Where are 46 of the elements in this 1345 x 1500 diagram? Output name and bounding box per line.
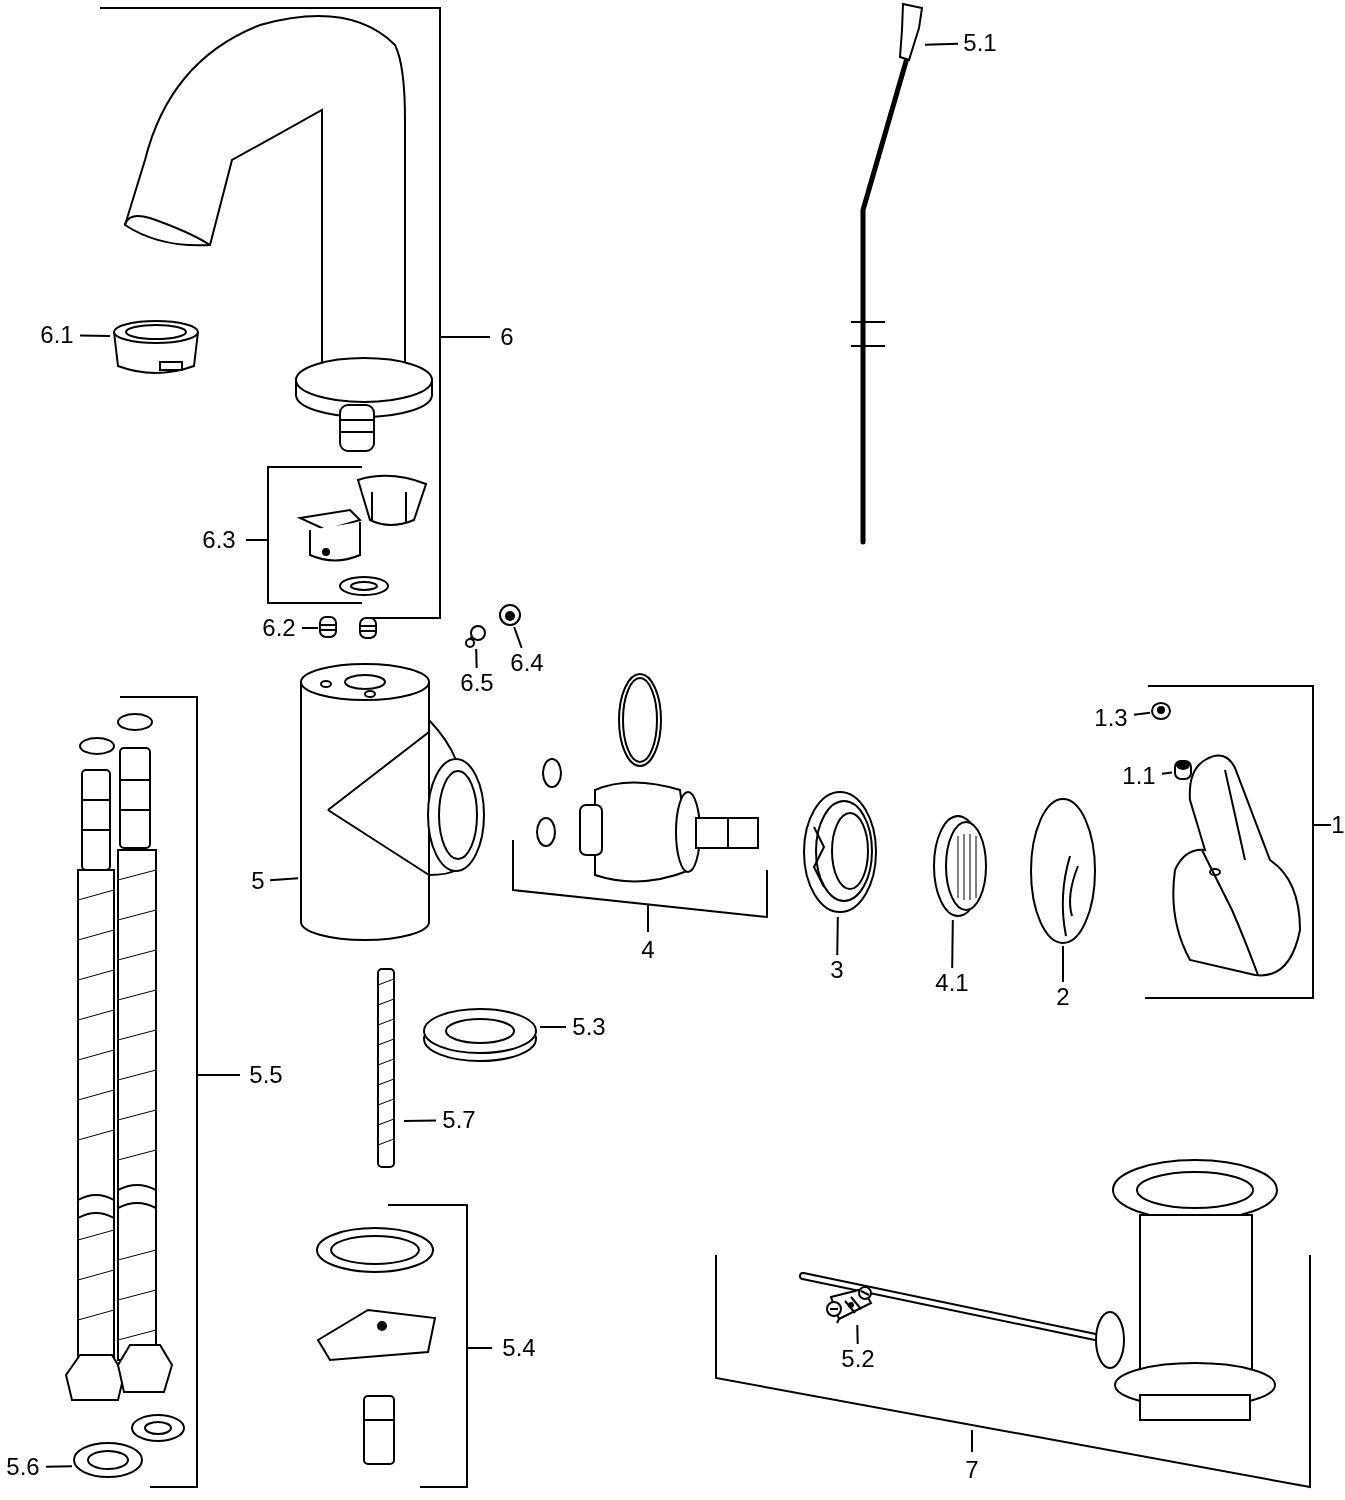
leader-line xyxy=(924,42,959,46)
leader-line xyxy=(475,648,478,669)
leader-line xyxy=(513,626,523,649)
part-drawing xyxy=(464,625,488,649)
part-drawing xyxy=(1150,700,1172,722)
callout-number: 1.1 xyxy=(1116,761,1162,791)
callout-number: 1.3 xyxy=(1088,703,1134,733)
callout-number: 5.7 xyxy=(436,1105,482,1135)
callout-number: 5.2 xyxy=(835,1344,881,1374)
callout-number: 5.1 xyxy=(958,28,1002,58)
part-drawing xyxy=(72,1440,144,1480)
callout-number: 6.2 xyxy=(256,613,302,643)
leader-line xyxy=(951,919,954,969)
callout-number: 6 xyxy=(499,322,515,352)
leader-line xyxy=(539,1026,567,1028)
callout-number: 5.5 xyxy=(248,1060,284,1090)
callout-number: 7 xyxy=(964,1455,980,1485)
part-drawing xyxy=(498,603,522,627)
callout-number: 5.4 xyxy=(501,1333,537,1363)
leader-line xyxy=(856,1324,859,1345)
part-drawing xyxy=(1028,796,1098,946)
part-drawing xyxy=(825,1283,875,1325)
leader-line xyxy=(836,916,839,956)
callout-number: 6.5 xyxy=(454,668,500,698)
callout-number: 6.3 xyxy=(201,525,237,555)
leader-line xyxy=(301,627,319,629)
callout-number: 6.4 xyxy=(504,648,550,678)
leader-line xyxy=(1062,945,1064,983)
callout-number: 5.6 xyxy=(0,1452,46,1482)
leader-line xyxy=(1133,711,1151,716)
leader-line xyxy=(79,334,111,337)
part-drawing xyxy=(318,615,338,639)
callout-number: 1 xyxy=(1331,810,1345,840)
callout-number: 4.1 xyxy=(929,968,975,998)
callout-number: 3 xyxy=(825,955,849,985)
leader-line xyxy=(269,877,299,882)
part-drawing xyxy=(420,1005,540,1065)
callout-number: 5 xyxy=(246,866,270,896)
callout-number: 4 xyxy=(640,935,656,965)
callout-number: 5.3 xyxy=(566,1012,612,1042)
leader-line xyxy=(1161,771,1173,775)
part-drawing xyxy=(1172,757,1194,783)
callout-number: 2 xyxy=(1051,982,1075,1012)
leader-line xyxy=(403,1119,437,1122)
callout-number: 6.1 xyxy=(34,320,80,350)
leader-line xyxy=(45,1465,73,1468)
